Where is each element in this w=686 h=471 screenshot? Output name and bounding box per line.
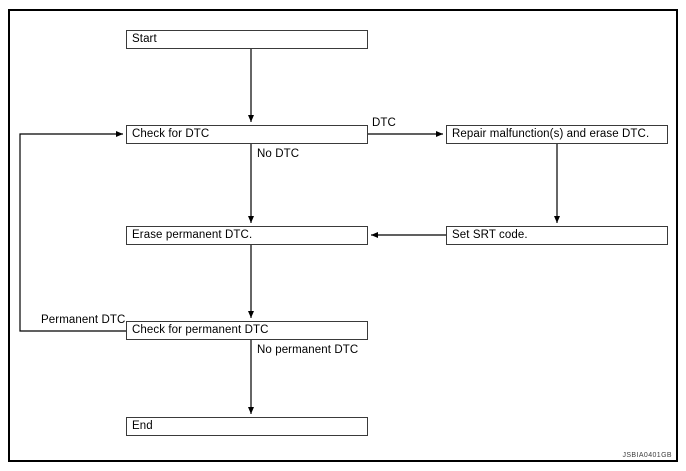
node-repair-malfunctions[interactable]: Repair malfunction(s) and erase DTC.: [446, 125, 668, 144]
node-start[interactable]: Start: [126, 30, 368, 49]
node-set-srt-code[interactable]: Set SRT code.: [446, 226, 668, 245]
node-check-for-permanent-dtc[interactable]: Check for permanent DTC: [126, 321, 368, 340]
edge-label-no-dtc: No DTC: [257, 148, 300, 160]
edge-label-permanent-dtc: Permanent DTC: [41, 314, 126, 326]
edge-label-no-permanent-dtc: No permanent DTC: [257, 344, 359, 356]
node-check-for-dtc[interactable]: Check for DTC: [126, 125, 368, 144]
figure-reference-code: JSBIA0401GB: [622, 452, 672, 459]
edge-label-dtc: DTC: [372, 117, 396, 129]
connector-check-permanent-to-check-dtc: [19, 131, 126, 332]
figure-frame: [8, 9, 678, 462]
node-erase-permanent-dtc[interactable]: Erase permanent DTC.: [126, 226, 368, 245]
node-end[interactable]: End: [126, 417, 368, 436]
